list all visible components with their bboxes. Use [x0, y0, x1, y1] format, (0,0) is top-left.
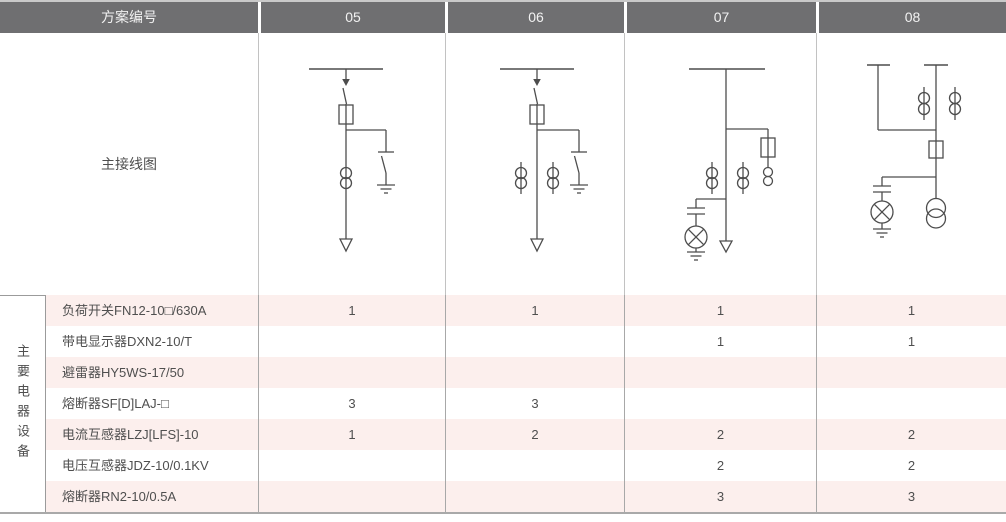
qty-cell: 3: [258, 388, 445, 419]
header-scheme-06: 06: [445, 2, 624, 33]
qty-cell: [445, 357, 624, 388]
table-row: 避雷器HY5WS-17/50: [46, 357, 1006, 388]
equipment-name: 熔断器SF[D]LAJ-□: [62, 396, 169, 411]
schematic-08-icon: [867, 64, 962, 238]
bottom-rule: [0, 512, 1006, 514]
qty-cell: [816, 357, 1006, 388]
diagram-cell-06: [445, 33, 624, 295]
qty-cell: [258, 450, 445, 481]
voltage-transformer: [925, 197, 947, 219]
qty-cell: [445, 450, 624, 481]
voltage-transformer: [762, 166, 774, 178]
equipment-name: 负荷开关FN12-10□/630A: [62, 303, 207, 318]
current-transformer: [736, 166, 750, 180]
qty-cell: 2: [624, 450, 816, 481]
equipment-name: 熔断器RN2-10/0.5A: [62, 489, 177, 504]
qty-cell: 3: [624, 481, 816, 512]
top-rule: [0, 0, 1006, 2]
qty-cell: [624, 357, 816, 388]
schematic-06-icon: [500, 68, 588, 253]
header-scheme-05: 05: [258, 2, 445, 33]
equipment-name: 带电显示器DXN2-10/T: [62, 334, 193, 349]
qty-cell: 2: [624, 419, 816, 450]
equipment-name: 电流互感器LZJ[LFS]-10: [62, 427, 199, 442]
qty-cell: 1: [258, 419, 445, 450]
table-row: 电流互感器LZJ[LFS]-10 1 2 2 2: [46, 419, 1006, 450]
qty-cell: 3: [816, 481, 1006, 512]
table-row: 熔断器SF[D]LAJ-□ 3 3: [46, 388, 1006, 419]
earthing-switch-blade: [380, 155, 387, 174]
qty-cell: [816, 388, 1006, 419]
qty-cell: 1: [624, 295, 816, 326]
qty-cell: 1: [816, 295, 1006, 326]
equipment-group-cell: 主要电器设备: [0, 295, 46, 512]
diagram-cell-07: [624, 33, 816, 295]
load-switch-blade: [342, 87, 348, 105]
switch-arrow: [533, 79, 541, 86]
load-switch-blade: [533, 87, 539, 105]
fuse: [928, 140, 944, 159]
fuse: [529, 104, 545, 125]
fuse: [338, 104, 354, 125]
qty-cell: [258, 326, 445, 357]
current-transformer: [705, 166, 719, 180]
outgoing-cable-arrow: [529, 238, 545, 253]
main-wiring-diagram-row: 主接线图: [0, 33, 1006, 295]
diagram-cell-05: [258, 33, 445, 295]
fuse: [760, 137, 776, 158]
table-row: 负荷开关FN12-10□/630A 1 1 1 1: [46, 295, 1006, 326]
qty-cell: [258, 481, 445, 512]
schematic-05-icon: [309, 68, 395, 253]
qty-cell: 1: [816, 326, 1006, 357]
table-row: 带电显示器DXN2-10/T 1 1: [46, 326, 1006, 357]
outgoing-cable-arrow: [338, 238, 354, 253]
qty-cell: [445, 481, 624, 512]
qty-cell: 3: [445, 388, 624, 419]
qty-cell: 2: [816, 419, 1006, 450]
qty-cell: [624, 388, 816, 419]
qty-cell: 1: [258, 295, 445, 326]
equipment-rows: 负荷开关FN12-10□/630A 1 1 1 1 带电显示器DXN2-10/T…: [46, 295, 1006, 512]
qty-cell: 2: [816, 450, 1006, 481]
earthing-switch-blade: [573, 155, 580, 174]
equipment-group-label: 主要电器设备: [15, 344, 30, 464]
header-scheme-07: 07: [624, 2, 816, 33]
qty-cell: 2: [445, 419, 624, 450]
schematic-07-icon: [684, 68, 776, 261]
header-scheme-08: 08: [816, 2, 1006, 33]
equipment-section: 主要电器设备 负荷开关FN12-10□/630A 1 1 1 1 带电显示器DX…: [0, 295, 1006, 512]
table-row: 熔断器RN2-10/0.5A 3 3: [46, 481, 1006, 512]
qty-cell: [258, 357, 445, 388]
qty-cell: [445, 326, 624, 357]
equipment-name: 电压互感器JDZ-10/0.1KV: [62, 458, 209, 473]
current-transformer: [514, 166, 528, 180]
header-scheme-number-label: 方案编号: [0, 2, 258, 33]
diagram-cell-08: [816, 33, 1006, 295]
current-transformer: [339, 166, 353, 180]
table-row: 电压互感器JDZ-10/0.1KV 2 2: [46, 450, 1006, 481]
header-row: 方案编号 05 06 07 08: [0, 2, 1006, 33]
outgoing-cable-arrow: [718, 240, 734, 254]
main-wiring-diagram-label: 主接线图: [101, 156, 157, 172]
qty-cell: 1: [445, 295, 624, 326]
current-transformer: [546, 166, 560, 180]
qty-cell: 1: [624, 326, 816, 357]
equipment-name: 避雷器HY5WS-17/50: [62, 365, 185, 380]
switch-arrow: [342, 79, 350, 86]
